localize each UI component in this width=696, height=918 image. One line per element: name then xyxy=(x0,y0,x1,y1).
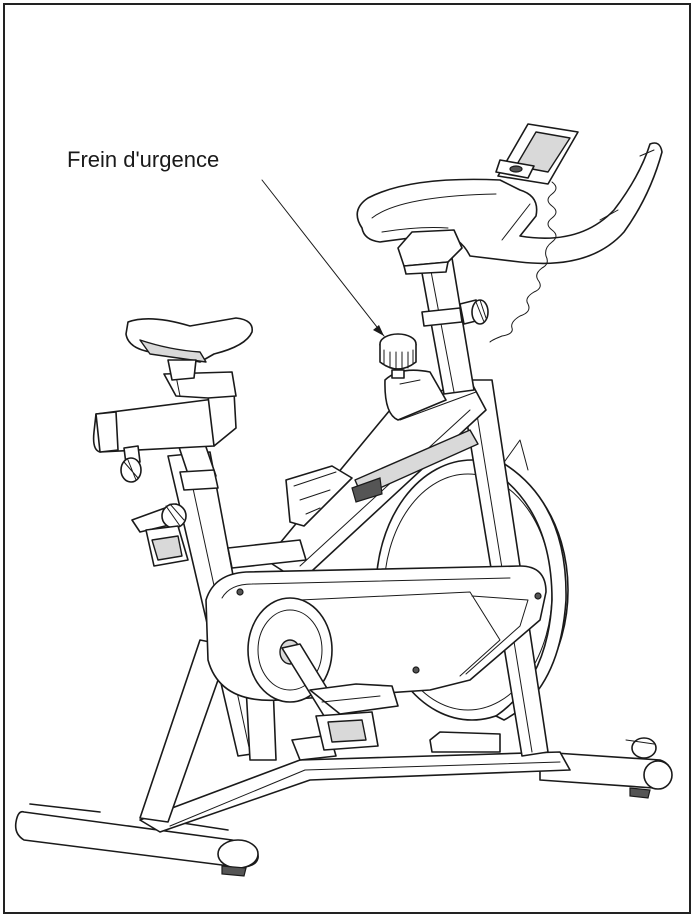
emergency-brake-knob[interactable] xyxy=(379,333,417,379)
callout-pointer xyxy=(261,179,385,337)
handlebar-adjust-knob[interactable] xyxy=(459,299,489,325)
emergency-brake-label: Frein d'urgence xyxy=(67,147,220,172)
front-pedal[interactable] xyxy=(309,683,399,751)
console-cable xyxy=(489,181,557,343)
brake-housing xyxy=(351,369,479,503)
bottle-holder xyxy=(285,465,353,527)
front-stabilizer xyxy=(14,803,259,877)
handlebars xyxy=(356,142,663,275)
base-frame xyxy=(139,731,571,833)
seat-adjust-knob[interactable] xyxy=(120,445,142,483)
saddle xyxy=(125,317,253,381)
rear-pedal[interactable] xyxy=(145,525,189,567)
console-monitor xyxy=(495,123,579,185)
seat-rail xyxy=(92,371,237,453)
seat-tube-knob[interactable] xyxy=(131,503,187,533)
rear-stabilizer xyxy=(539,737,673,799)
